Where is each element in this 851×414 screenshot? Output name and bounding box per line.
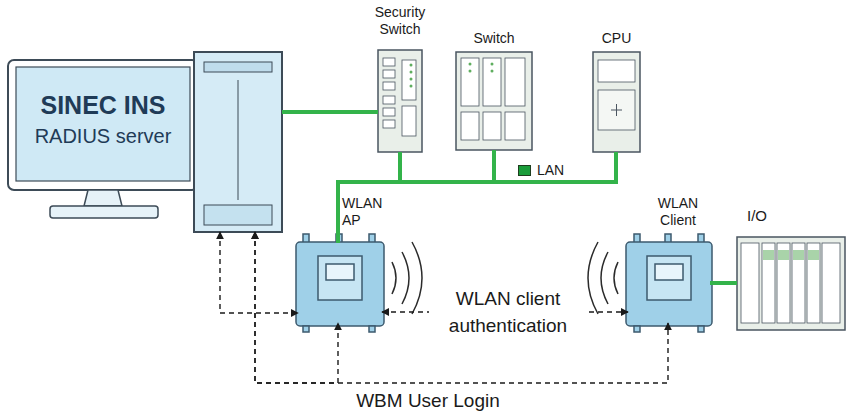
lan-cable — [338, 150, 494, 243]
lan-cable — [282, 110, 378, 114]
device-node: CPU — [593, 52, 640, 152]
edge-label: WLAN client authentication — [429, 285, 587, 339]
edge-label: WBM User Login — [324, 387, 532, 414]
device-label: WLAN Client — [648, 195, 708, 229]
device-label: WLAN AP — [342, 195, 390, 229]
lan-cable — [338, 152, 400, 243]
device-label: CPU — [581, 30, 652, 47]
legend-swatch — [518, 165, 531, 176]
lan-cable — [338, 152, 616, 243]
device-label: Switch — [456, 30, 532, 47]
dashed-arrow — [220, 232, 298, 313]
dashed-arrow — [255, 232, 338, 383]
device-label: RADIUS server — [18, 124, 188, 148]
legend-item: LAN — [518, 162, 564, 178]
device-node: WLAN AP — [298, 243, 382, 323]
lan-cable — [710, 281, 737, 285]
device-node: I/O — [737, 237, 845, 330]
device-node: Security Switch — [378, 50, 422, 152]
device-node: WLAN Client — [628, 243, 710, 323]
device-label: Security Switch — [356, 4, 444, 38]
device-label: SINEC INS — [18, 90, 188, 120]
legend-text: LAN — [537, 162, 564, 178]
dashed-arrow — [255, 232, 668, 383]
device-node: Switch — [456, 52, 532, 150]
device-label: I/O — [747, 207, 787, 224]
radius-server: SINEC INS RADIUS server — [10, 52, 282, 232]
